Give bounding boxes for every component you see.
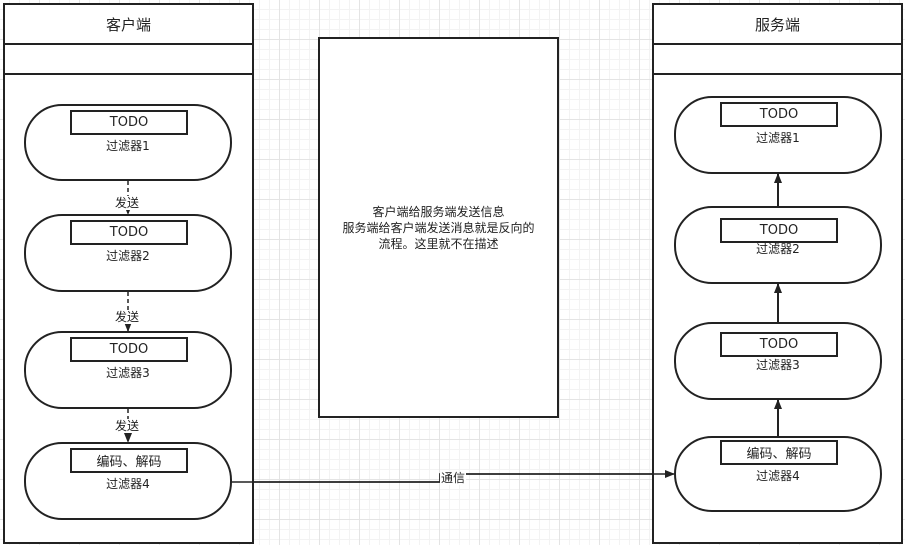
client-filter-1-label: TODO — [70, 110, 188, 135]
server-pool-band — [654, 45, 901, 75]
server-filter-2-name: 过滤器2 — [756, 242, 800, 256]
client-filter-2-label: TODO — [70, 220, 188, 245]
note-text: 客户端给服务端发送信息 服务端给客户端发送消息就是反向的 流程。这里就不在描述 — [342, 204, 534, 252]
note-line-1: 客户端给服务端发送信息 — [372, 204, 505, 219]
server-filter-2[interactable]: TODO 过滤器2 — [674, 206, 882, 284]
server-filter-4[interactable]: 编码、解码 过滤器4 — [674, 436, 882, 512]
server-filter-4-name: 过滤器4 — [756, 469, 800, 483]
server-filter-1-name: 过滤器1 — [756, 131, 800, 145]
client-filter-2-name: 过滤器2 — [106, 249, 150, 263]
server-filter-4-label: 编码、解码 — [720, 440, 838, 465]
client-filter-4[interactable]: 编码、解码 过滤器4 — [24, 442, 232, 520]
client-filter-3-name: 过滤器3 — [106, 366, 150, 380]
server-filter-3-name: 过滤器3 — [756, 358, 800, 372]
client-filter-1-name: 过滤器1 — [106, 139, 150, 153]
client-filter-1[interactable]: TODO 过滤器1 — [24, 104, 232, 181]
server-filter-3-label: TODO — [720, 332, 838, 357]
server-filter-3[interactable]: TODO 过滤器3 — [674, 322, 882, 400]
send-label-1: 发送 — [114, 196, 141, 210]
note-line-2: 服务端给客户端发送消息就是反向的 — [342, 220, 535, 235]
communication-label: 通信 — [440, 471, 467, 485]
server-filter-1-label: TODO — [720, 102, 838, 127]
send-label-3: 发送 — [114, 419, 141, 433]
server-pool-title: 服务端 — [654, 5, 901, 45]
server-filter-1[interactable]: TODO 过滤器1 — [674, 96, 882, 174]
note-line-3: 流程。这里就不在描述 — [378, 236, 499, 251]
client-pool-band — [5, 45, 252, 75]
client-filter-3[interactable]: TODO 过滤器3 — [24, 331, 232, 409]
client-filter-4-name: 过滤器4 — [106, 477, 150, 491]
client-filter-3-label: TODO — [70, 337, 188, 362]
send-label-2: 发送 — [114, 310, 141, 324]
client-pool-title: 客户端 — [5, 5, 252, 45]
note-box: 客户端给服务端发送信息 服务端给客户端发送消息就是反向的 流程。这里就不在描述 — [318, 37, 559, 418]
client-filter-4-label: 编码、解码 — [70, 448, 188, 473]
client-filter-2[interactable]: TODO 过滤器2 — [24, 214, 232, 292]
server-filter-2-label: TODO — [720, 218, 838, 243]
